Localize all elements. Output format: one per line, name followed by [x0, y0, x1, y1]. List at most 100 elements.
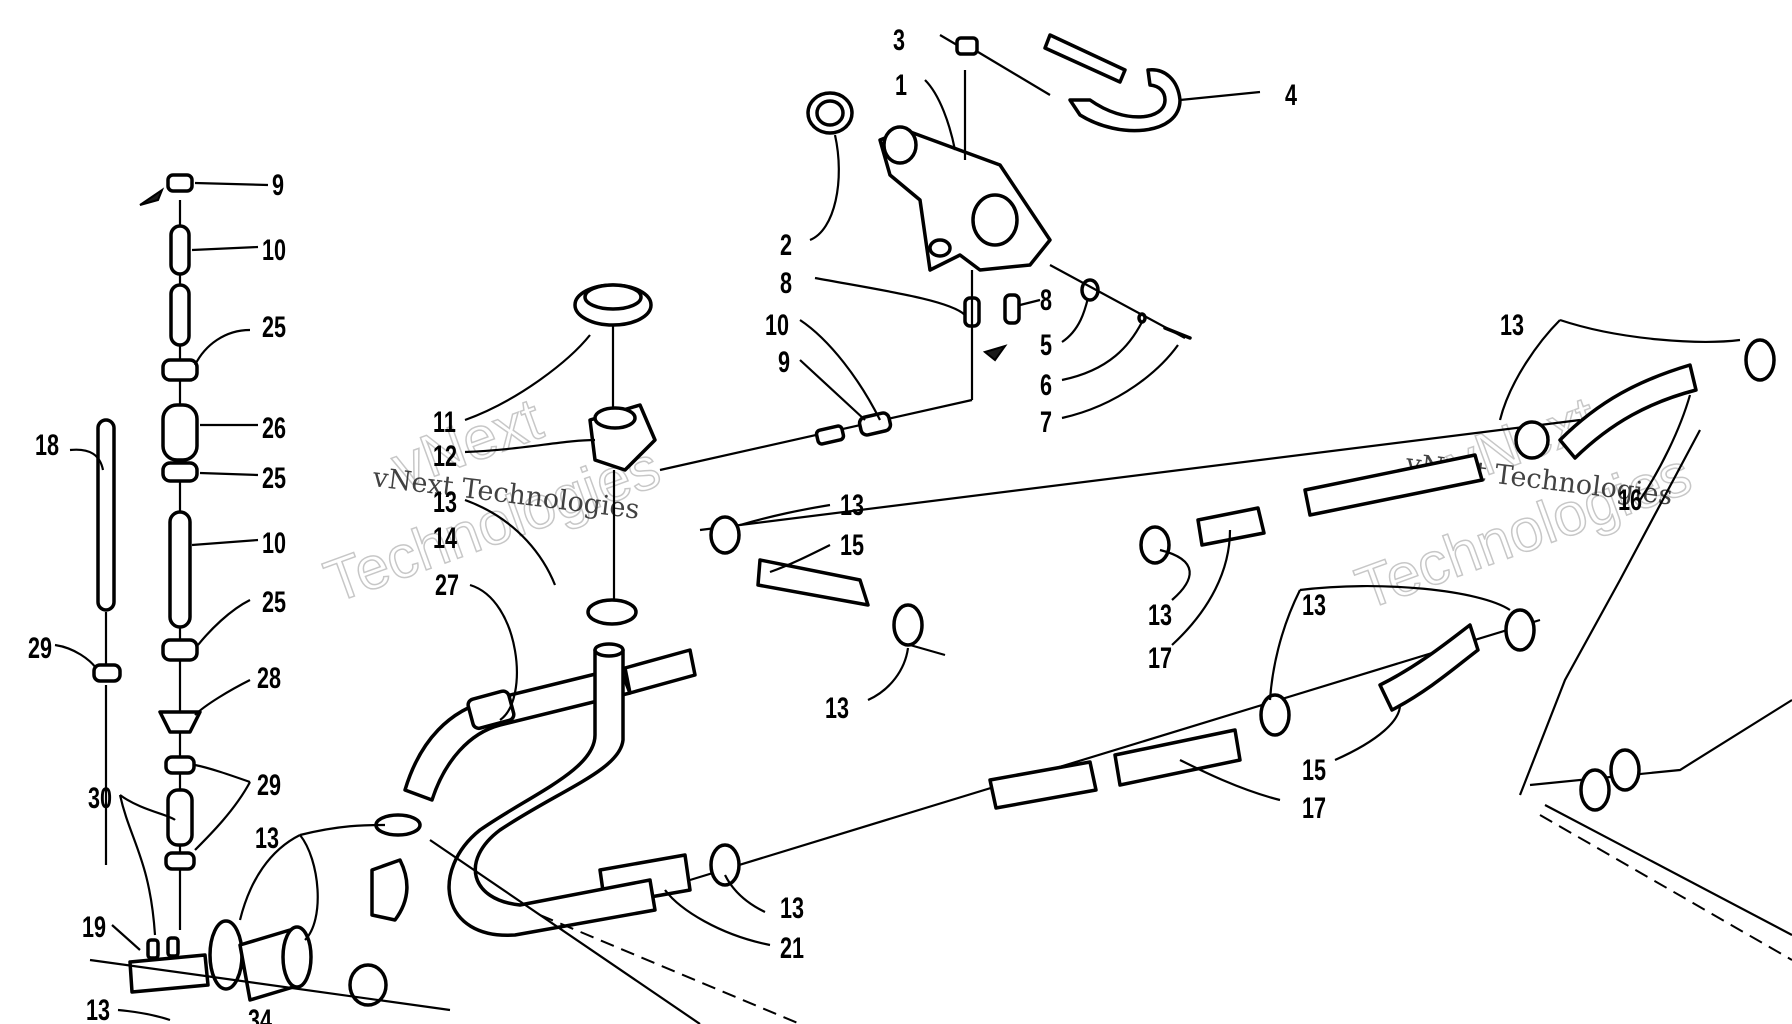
clamp-29-b	[164, 851, 196, 871]
leader-13-upper	[739, 503, 831, 527]
clamp-14	[586, 598, 638, 626]
clamp-13-upper-left	[709, 515, 741, 555]
leader-30a	[119, 794, 176, 821]
clamp-9-top	[166, 173, 194, 193]
leader-13-topright	[1559, 318, 1741, 343]
clamp-13-upper-right	[1139, 525, 1171, 565]
clamp-13-lower-right	[1504, 608, 1536, 652]
lower-hose-line	[598, 608, 1541, 907]
tank-mount-hole	[928, 238, 952, 258]
hose-27-assembly	[370, 642, 657, 937]
leader-2	[809, 134, 840, 242]
tank-neck	[882, 125, 918, 165]
leader-5	[1061, 297, 1090, 343]
clamp-9-small	[857, 411, 893, 437]
leader-10a	[191, 245, 259, 252]
hose-17-upper-b	[1303, 453, 1484, 517]
radiator-bottom-edge	[1544, 804, 1792, 936]
leader-7	[1061, 344, 1179, 420]
leader-25a	[194, 328, 251, 366]
fitting-8-b	[1003, 293, 1021, 325]
clamp-13-top-right	[1744, 338, 1776, 382]
vent-hose-4-straight	[1043, 33, 1127, 84]
callout-13d: 13	[1148, 597, 1172, 631]
leader-9b	[799, 359, 866, 421]
bottom-axis-left	[89, 958, 451, 1012]
callout-17a: 17	[1148, 640, 1172, 674]
leader-29a	[194, 763, 251, 784]
radiator-leader	[1518, 429, 1701, 796]
callout-13f: 13	[1302, 587, 1326, 621]
leader-13-bottom-b	[299, 834, 319, 941]
leader-13-mid	[867, 647, 910, 702]
callout-28: 28	[257, 660, 281, 694]
radiator-fitting-a	[1579, 768, 1611, 812]
leader-10c	[191, 538, 259, 547]
callout-2: 2	[780, 227, 792, 261]
hose-17-lower-a	[988, 760, 1098, 810]
clamp-bottom-right	[281, 925, 313, 989]
vent-axis	[977, 51, 1051, 96]
leader-11	[464, 334, 591, 422]
clamp-29-a	[164, 755, 196, 775]
leader-16	[1639, 394, 1692, 501]
clamp-25-a	[161, 358, 199, 382]
clamp-25-c	[161, 638, 199, 662]
leader-30b	[118, 794, 157, 936]
leader-9a	[194, 181, 269, 187]
leader-14	[464, 498, 557, 586]
hose-17-lower-b	[1113, 728, 1242, 787]
hose-15-lower	[1378, 623, 1480, 712]
leader-13-right	[1159, 548, 1191, 601]
callout-1: 1	[895, 67, 907, 101]
hose-17-upper-a	[1196, 506, 1266, 547]
callout-29a: 29	[257, 767, 281, 801]
tank-assembly	[806, 33, 1192, 400]
radiator-fitting-b	[1609, 748, 1641, 792]
radiator-edge	[429, 429, 1792, 1024]
callout-25c: 25	[262, 584, 286, 618]
callout-15b: 15	[1302, 752, 1326, 786]
arrow-marker-tank	[982, 344, 1008, 362]
callout-25a: 25	[262, 309, 286, 343]
leader-28	[194, 679, 251, 716]
leader-21	[664, 889, 771, 947]
filter-26	[161, 403, 199, 462]
tank-port	[971, 193, 1019, 247]
leader-4	[1179, 90, 1261, 102]
valve-28	[158, 710, 202, 734]
leader-13-corner	[117, 1008, 171, 1022]
callout-19: 19	[82, 909, 106, 943]
callout-8b: 8	[1040, 282, 1052, 316]
leader-12	[464, 438, 596, 454]
elbow-fitting	[370, 858, 409, 922]
clamp-13-lower-left	[709, 843, 741, 887]
callout-25b: 25	[262, 460, 286, 494]
vent-hose-4-bend	[1068, 68, 1182, 133]
leader-13-lower-left	[724, 874, 766, 913]
leader-10b	[799, 319, 881, 421]
fitting-19-nipple-a	[146, 938, 160, 960]
callout-6: 6	[1040, 367, 1052, 401]
leader-27	[469, 583, 518, 721]
clamp-13-upper-far	[1514, 420, 1550, 460]
tube-10-top	[169, 224, 191, 276]
leader-13-lower-right	[1299, 584, 1511, 611]
tube-10-mid	[169, 283, 191, 347]
hose-27	[403, 666, 632, 802]
hose-15-upper	[756, 558, 870, 607]
callout-29b: 29	[28, 630, 52, 664]
leader-29b	[194, 781, 251, 851]
callout-12: 12	[433, 438, 457, 472]
lower-axis	[689, 618, 1541, 882]
callout-13e: 13	[1500, 307, 1524, 341]
leader-25b	[199, 471, 259, 477]
tube-10-lower	[168, 510, 192, 629]
callout-7: 7	[1040, 404, 1052, 438]
callout-17b: 17	[1302, 790, 1326, 824]
leader-6	[1061, 321, 1143, 382]
hose-s-bend	[447, 648, 657, 937]
leader-15-upper	[769, 544, 831, 574]
callout-3: 3	[893, 22, 905, 56]
